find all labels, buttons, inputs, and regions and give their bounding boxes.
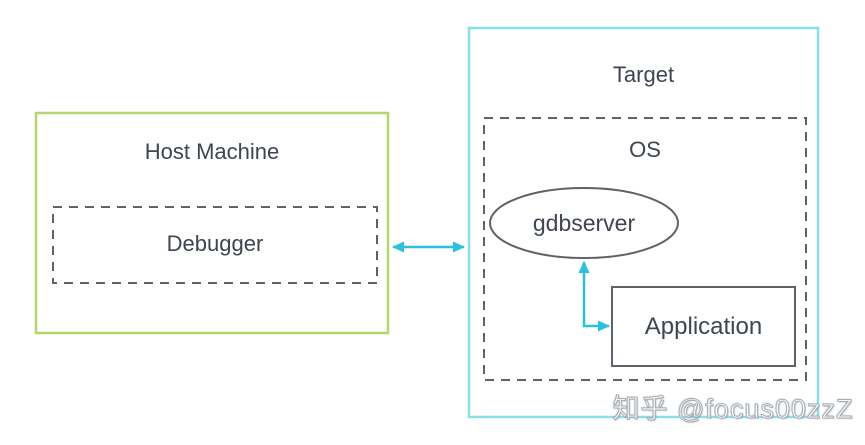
gdbserver-application-arrow [578,261,610,332]
host-machine-title: Host Machine [144,139,280,164]
debugger-label: Debugger [166,231,264,256]
zhihu-watermark: 知乎 @focus00zzZ [612,394,854,424]
application-label: Application [644,313,763,340]
os-label: OS [629,137,661,162]
gdbserver-label: gdbserver [532,210,636,236]
target-title: Target [612,62,675,87]
